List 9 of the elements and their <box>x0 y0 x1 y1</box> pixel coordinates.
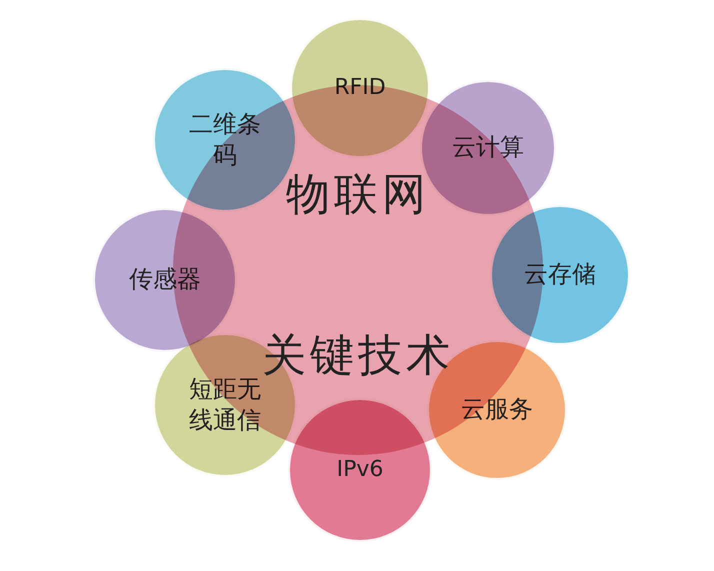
node-label: IPv6 <box>336 456 384 484</box>
node-label: 云计算 <box>451 132 525 164</box>
node-label: 二维条码 <box>188 108 262 171</box>
center-title: 物联网 <box>286 168 430 222</box>
node-label: 云服务 <box>460 394 534 426</box>
node-label: RFID <box>333 74 387 102</box>
node-label: 传感器 <box>128 264 202 296</box>
node-label: 短距无线通信 <box>188 374 262 436</box>
center-title: 关键技术 <box>262 329 454 383</box>
